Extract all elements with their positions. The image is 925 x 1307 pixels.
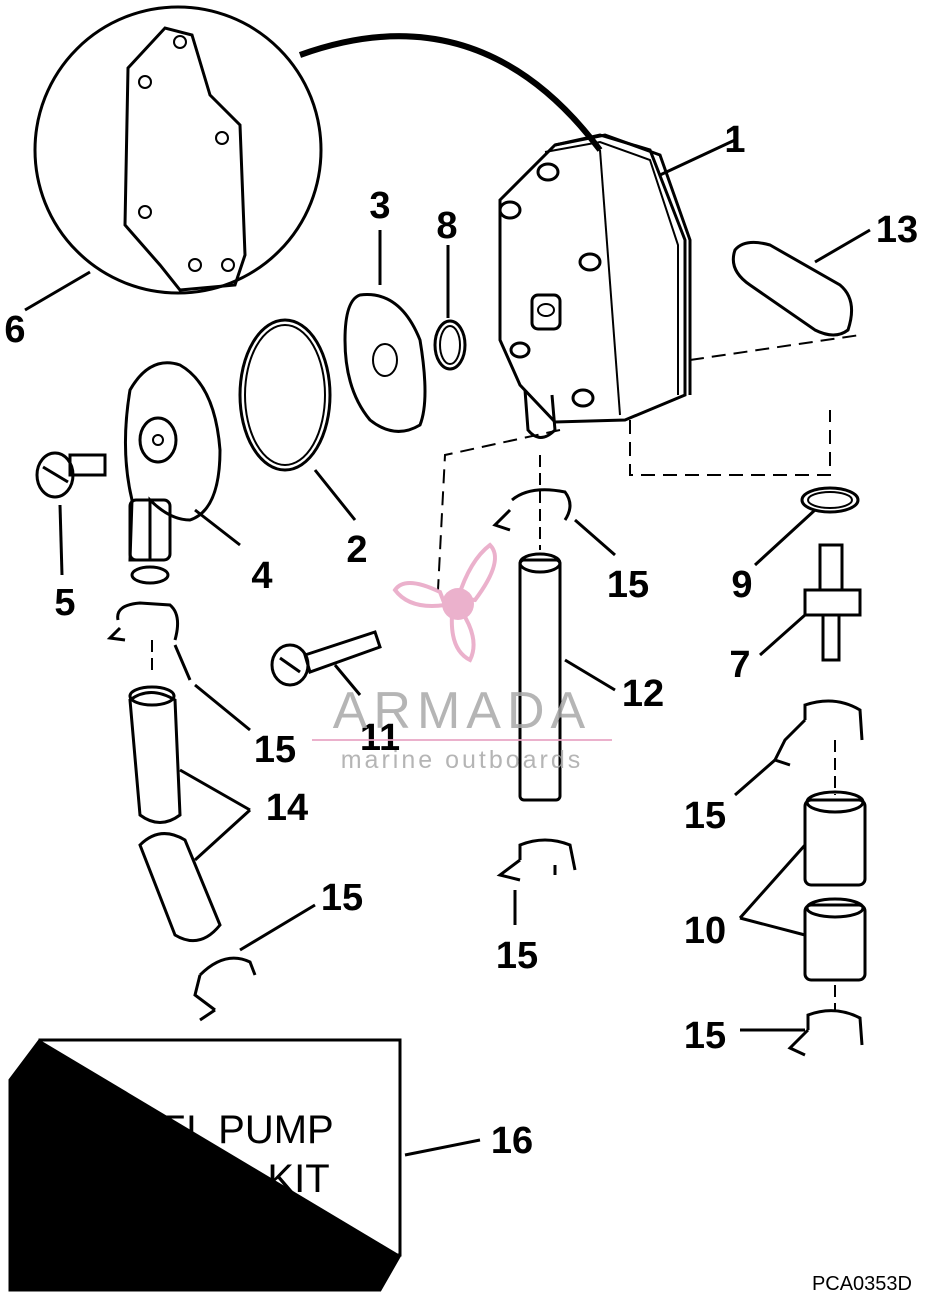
- callout-15-left-top: 15: [254, 729, 296, 771]
- callout-13: 13: [876, 209, 918, 251]
- callout-5: 5: [54, 582, 75, 624]
- fuel-fitting: [759, 543, 862, 662]
- callout-12: 12: [622, 673, 664, 715]
- propeller-logo-icon: [392, 542, 497, 663]
- callout-8: 8: [436, 205, 457, 247]
- drawing-code: PCA0353D: [812, 1273, 912, 1295]
- fuel-hose-left: [128, 685, 252, 943]
- check-valve-plate: [731, 228, 871, 337]
- callout-15-left-bottom: 15: [321, 877, 363, 919]
- callout-9: 9: [731, 564, 752, 606]
- callout-14: 14: [266, 787, 308, 829]
- repair-kit-box: [8, 1038, 481, 1292]
- callout-7: 7: [729, 644, 750, 686]
- clip-center-top: [492, 455, 616, 557]
- callout-15-right-bottom: 15: [684, 1015, 726, 1057]
- o-ring-large: [238, 318, 357, 521]
- kit-label-line1: FUEL PUMP: [106, 1108, 333, 1152]
- filter-elements-right: [738, 790, 867, 982]
- callout-11: 11: [360, 717, 400, 759]
- kit-label-line2: REPAIR KIT: [110, 1157, 329, 1201]
- long-screw: [270, 630, 382, 696]
- filter-screen: [343, 230, 427, 433]
- callout-3: 3: [369, 185, 390, 227]
- fuel-pump-body: [498, 133, 736, 439]
- callout-1: 1: [724, 119, 745, 161]
- clip-left-bottom: [193, 903, 316, 1022]
- callout-6: 6: [4, 309, 25, 351]
- callout-15-center-bottom: 15: [496, 935, 538, 977]
- clip-center-bottom: [496, 838, 577, 925]
- clip-right-bottom: [740, 985, 864, 1057]
- callout-4: 4: [251, 555, 272, 597]
- o-ring-small: [433, 245, 467, 371]
- watermark-subtitle: marine outboards: [341, 746, 584, 774]
- callout-2: 2: [346, 529, 367, 571]
- cover-screw: [35, 451, 107, 576]
- filter-cover: [123, 361, 241, 585]
- o-ring-fitting: [753, 486, 860, 567]
- fuel-hose-center: [518, 552, 616, 802]
- callout-10: 10: [684, 910, 726, 952]
- callout-16: 16: [491, 1120, 533, 1162]
- callout-15-pump: 15: [607, 564, 649, 606]
- watermark-title: ARMADA: [333, 682, 591, 740]
- clip-right-top: [734, 699, 864, 797]
- watermark: ARMADA marine outboards: [312, 542, 612, 774]
- gasket-detail: [24, 5, 603, 312]
- callout-15-right-top: 15: [684, 795, 726, 837]
- clip-left-top: [106, 601, 251, 732]
